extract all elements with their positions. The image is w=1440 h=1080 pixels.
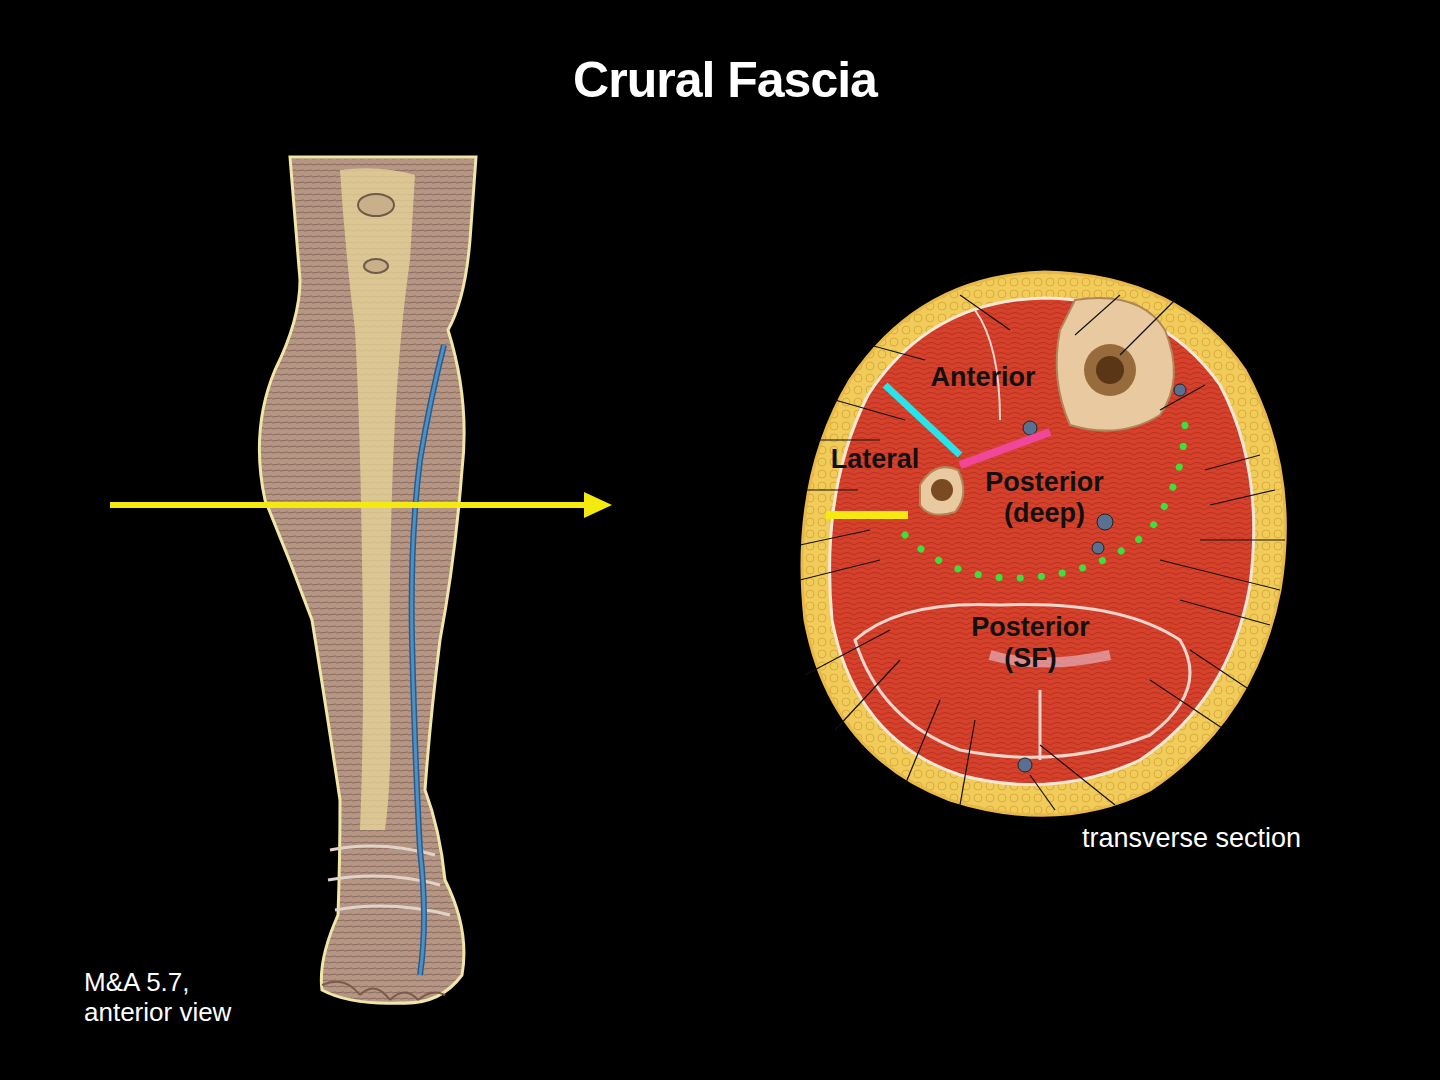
caption-note: transverse section (1082, 823, 1382, 854)
compartment-label: Anterior (912, 362, 1054, 393)
compartment-label: Posterior (deep) (962, 467, 1127, 529)
source-note: M&A 5.7, anterior view (84, 968, 284, 1028)
compartment-label: Posterior (SF) (948, 612, 1113, 674)
cross-section (800, 272, 1285, 815)
slide-title: Crural Fascia (420, 52, 1030, 110)
leg-illustration (259, 157, 476, 1003)
section-level-arrow (110, 492, 612, 518)
compartment-label: Lateral (814, 444, 936, 475)
